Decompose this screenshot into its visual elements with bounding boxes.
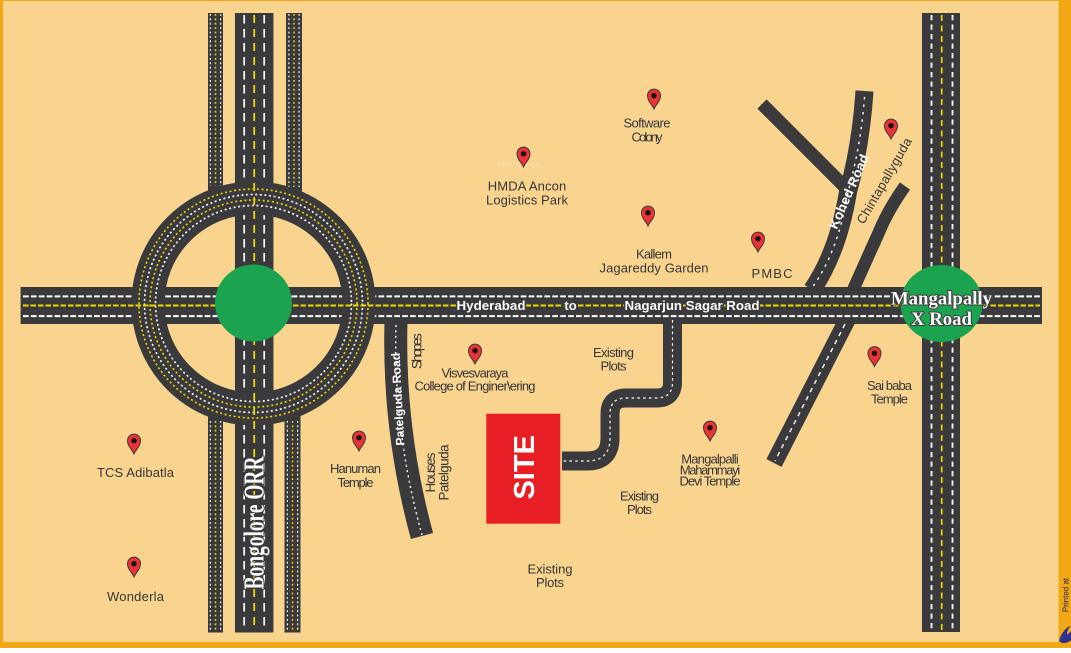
svg-text:TCS Adibatla: TCS Adibatla [97,465,175,480]
svg-text:Plots: Plots [627,502,653,517]
svg-text:College of Enginer\ering: College of Enginer\ering [415,379,536,394]
svg-text:Plots: Plots [601,359,628,374]
svg-text:Plots: Plots [536,575,565,590]
svg-text:Mahammayi: Mahammayi [680,463,741,478]
svg-text:Colony: Colony [632,130,664,145]
svg-text:PMBC: PMBC [752,266,793,281]
svg-text:Printed at: Printed at [1062,577,1071,612]
svg-text:Visvesvaraya: Visvesvaraya [442,366,510,381]
svg-text:Patelguda: Patelguda [437,444,452,500]
svg-text:Existing: Existing [528,562,573,577]
svg-text:Logistics Park: Logistics Park [486,193,569,208]
svg-text:X Road: X Road [911,309,972,330]
svg-text:Temple: Temple [871,392,908,407]
svg-text:Software: Software [624,116,671,131]
svg-text:PROPTIGER.com: PROPTIGER.com [498,161,540,168]
svg-text:Hyderabad: Hyderabad [457,298,526,313]
svg-text:Sai baba: Sai baba [867,378,913,393]
svg-text:Devi Temple: Devi Temple [680,474,741,489]
svg-text:Jagareddy Garden: Jagareddy Garden [600,261,709,276]
svg-text:SITE: SITE [509,435,541,499]
svg-text:Bongolore ORR: Bongolore ORR [239,456,270,589]
svg-text:Nagarjun Sagar Road: Nagarjun Sagar Road [625,298,760,313]
svg-text:Existing: Existing [593,345,634,360]
svg-text:Kallem: Kallem [636,247,672,262]
svg-text:Mangalpally: Mangalpally [891,289,992,310]
svg-text:to: to [564,298,576,313]
svg-text:Wonderla: Wonderla [107,589,165,604]
svg-text:Mangalpalli: Mangalpalli [681,452,739,467]
svg-text:Houses: Houses [423,452,438,492]
svg-text:Patelguda Road: Patelguda Road [389,352,408,446]
svg-text:Hanuman: Hanuman [330,461,381,476]
svg-text:Existing: Existing [620,489,659,504]
svg-text:Shopes: Shopes [409,333,425,369]
svg-text:HMDA Ancon: HMDA Ancon [488,179,567,194]
svg-text:Temple: Temple [338,475,374,490]
